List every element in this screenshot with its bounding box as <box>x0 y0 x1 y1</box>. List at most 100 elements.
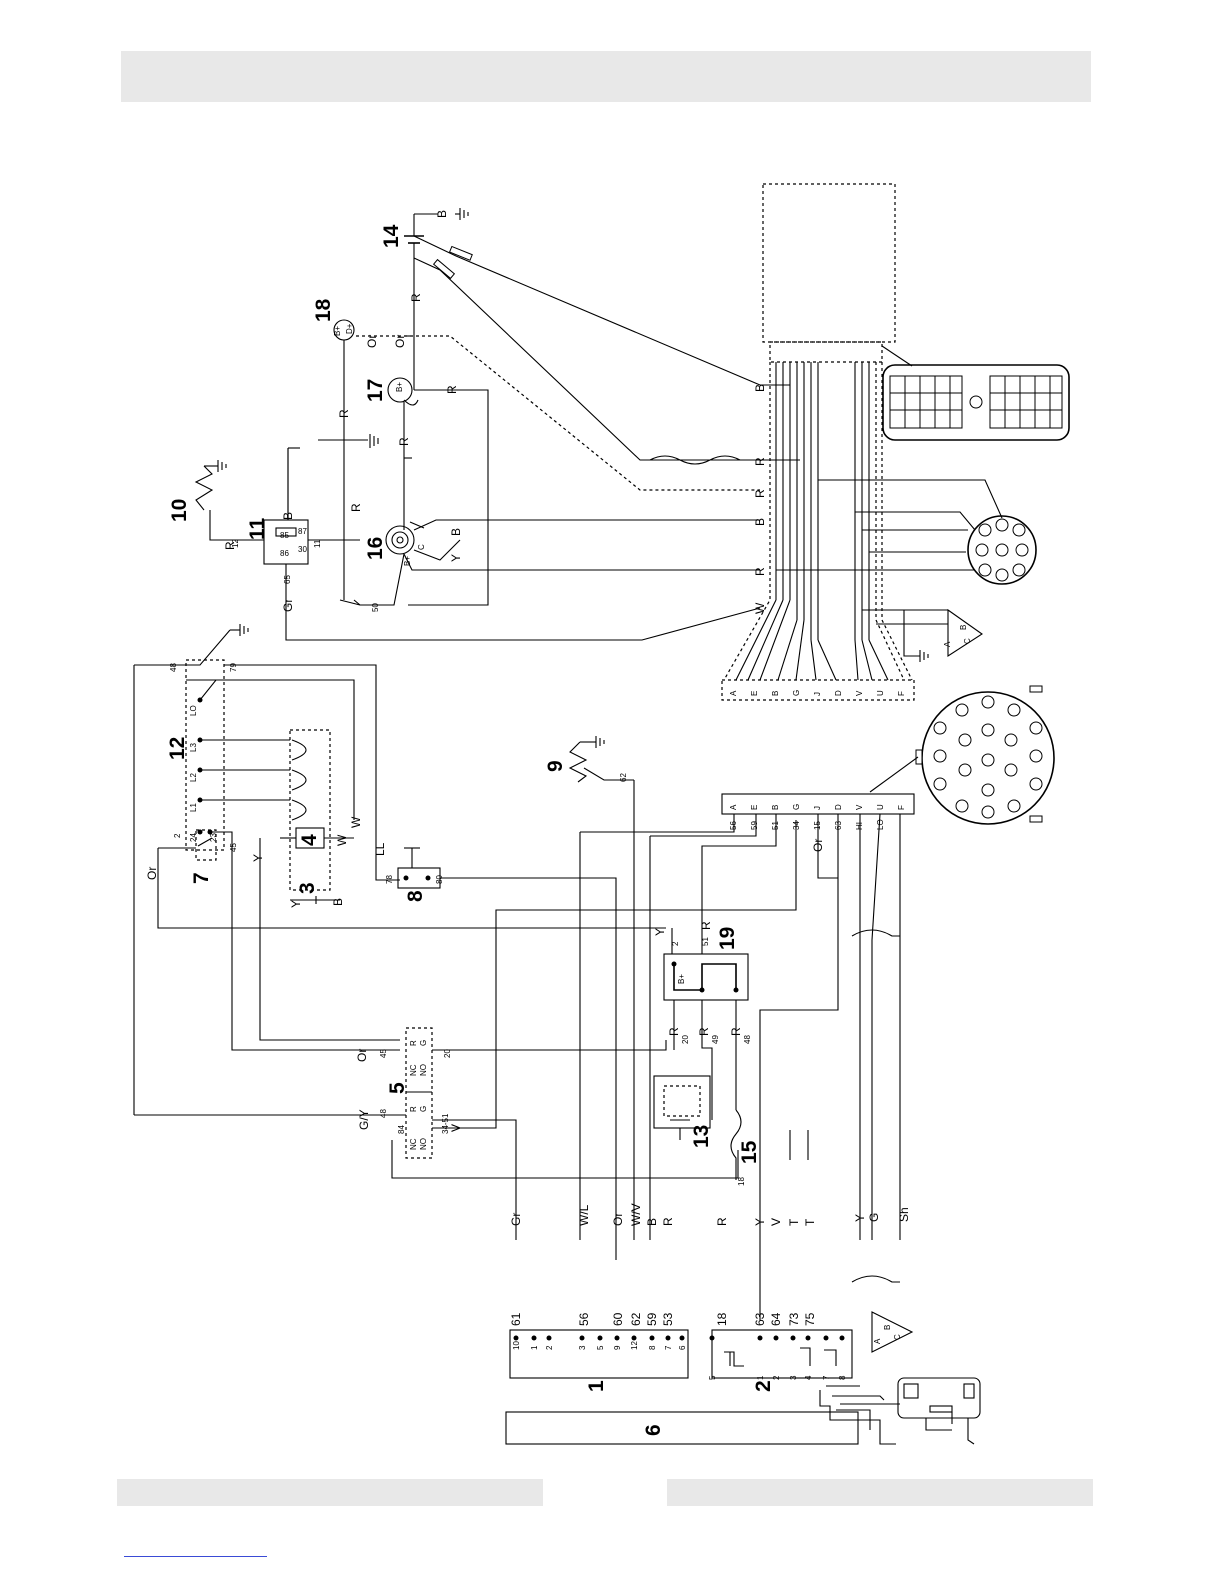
header-band <box>121 51 1091 102</box>
connector-1-pin: 2 <box>545 1345 554 1350</box>
svg-text:V: V <box>449 1124 463 1132</box>
connector-mid-pin: A <box>729 804 738 810</box>
svg-text:R: R <box>729 1027 743 1036</box>
svg-text:B+: B+ <box>333 326 342 336</box>
svg-text:79: 79 <box>229 663 238 672</box>
svg-text:L3: L3 <box>189 743 198 752</box>
svg-text:Y: Y <box>251 854 265 862</box>
connector-2-pin: 3 <box>789 1375 798 1380</box>
svg-text:B: B <box>435 210 449 218</box>
ecu-harness <box>723 362 913 681</box>
connector-1-pin: 5 <box>596 1345 605 1350</box>
svg-text:Gr: Gr <box>281 599 295 612</box>
svg-text:LL: LL <box>373 842 387 856</box>
svg-text:B+: B+ <box>395 382 404 392</box>
connector-2-pin: 5 <box>708 1375 717 1380</box>
svg-text:B: B <box>883 1325 892 1330</box>
wire-color: W/L <box>577 1204 591 1226</box>
svg-text:B: B <box>331 898 345 906</box>
label-9: 9 <box>544 760 567 772</box>
svg-text:R: R <box>753 457 767 466</box>
svg-text:C: C <box>417 544 426 550</box>
wire-color-labels: R Or Or B R R R R B R Gr B Y B R R B R W… <box>145 210 825 1132</box>
label-6: 6 <box>642 1424 665 1436</box>
svg-text:G: G <box>419 1040 428 1046</box>
svg-text:45: 45 <box>229 843 238 852</box>
connector-1-pin: 12 <box>630 1341 639 1350</box>
svg-text:R: R <box>697 1027 711 1036</box>
terminal-dot <box>805 1335 811 1341</box>
svg-text:48: 48 <box>169 663 178 672</box>
connector-mid-pin: U <box>876 804 885 810</box>
connector-1-pin: 7 <box>664 1345 673 1350</box>
lower-wire-bundle <box>579 780 901 1320</box>
svg-text:50: 50 <box>371 603 380 612</box>
connector-mid-wire-number: 59 <box>750 821 759 830</box>
wire-number: 75 <box>803 1312 817 1326</box>
connector-2-pin: 2 <box>772 1375 781 1380</box>
svg-text:NC: NC <box>409 1138 418 1150</box>
terminal-dot <box>709 1335 715 1341</box>
svg-text:NO: NO <box>419 1064 428 1076</box>
potentiometer-9 <box>568 736 634 783</box>
svg-text:R: R <box>753 489 767 498</box>
svg-text:L1: L1 <box>189 803 198 812</box>
svg-text:B: B <box>959 625 968 630</box>
connector-top-pin: G <box>792 690 801 696</box>
wire-color: Or <box>611 1213 625 1226</box>
component-labels: 1 2 3 4 5 6 7 8 9 10 11 12 13 14 15 16 1… <box>166 224 775 1436</box>
round-connector-19pin <box>869 685 1055 825</box>
terminal-dot <box>649 1335 655 1341</box>
connector-mid-wire-number: LO <box>876 819 885 830</box>
label-7: 7 <box>190 872 213 884</box>
svg-text:C: C <box>963 638 972 644</box>
svg-text:85: 85 <box>280 531 289 540</box>
svg-text:34-51: 34-51 <box>441 1113 450 1134</box>
connector-top-pin: U <box>876 690 885 696</box>
svg-text:A: A <box>943 641 952 647</box>
wire-color: R <box>715 1217 729 1226</box>
glow-heaters-3-4 <box>259 729 400 1041</box>
svg-text:48: 48 <box>743 1035 752 1044</box>
connector-1-pin: 10 <box>512 1341 521 1350</box>
connector-2-pin: 7 <box>822 1375 831 1380</box>
wire-number: 56 <box>577 1312 591 1326</box>
label-4: 4 <box>298 834 321 846</box>
label-17: 17 <box>364 379 387 402</box>
svg-text:G/Y: G/Y <box>357 1109 371 1130</box>
svg-text:R: R <box>349 503 363 512</box>
svg-text:R: R <box>223 541 237 550</box>
svg-text:R: R <box>409 293 423 302</box>
connector-mid-pin: G <box>792 804 801 810</box>
wire-number: 63 <box>753 1312 767 1326</box>
wire-number: 64 <box>769 1312 783 1326</box>
footer-link-underline[interactable] <box>124 1556 267 1557</box>
switch-7 <box>157 829 666 929</box>
wire-color: V <box>769 1218 783 1226</box>
svg-text:Or: Or <box>355 1049 369 1062</box>
wire-color: Gr <box>509 1213 523 1226</box>
wire-color: Y <box>753 1218 767 1226</box>
footer-band-left <box>117 1479 543 1506</box>
label-1: 1 <box>585 1380 608 1392</box>
sensor-triangle-top: A B C <box>862 608 983 662</box>
svg-text:W: W <box>335 834 349 846</box>
connector-1-pin: 3 <box>578 1345 587 1350</box>
ignition-switch-12 <box>134 624 400 1051</box>
svg-text:B+: B+ <box>677 974 686 984</box>
terminal-dot <box>823 1335 829 1341</box>
svg-text:62: 62 <box>619 773 628 782</box>
connector-1-pin: 8 <box>648 1345 657 1350</box>
ecu-module <box>762 183 1070 441</box>
relay-11: 85 86 87 30 <box>194 448 761 641</box>
svg-text:B+: B+ <box>403 556 412 566</box>
connector-mid-pin: B <box>771 805 780 810</box>
connector-top-pin: F <box>897 691 906 696</box>
svg-text:Y: Y <box>289 900 303 908</box>
svg-text:11: 11 <box>313 539 322 548</box>
wire-color: B <box>645 1218 659 1226</box>
terminal-numbers: 12 11 65 50 48 79 LO L3 L2 L1 24 23 2 45… <box>169 382 752 1186</box>
connector-top-pin: D <box>834 690 843 696</box>
